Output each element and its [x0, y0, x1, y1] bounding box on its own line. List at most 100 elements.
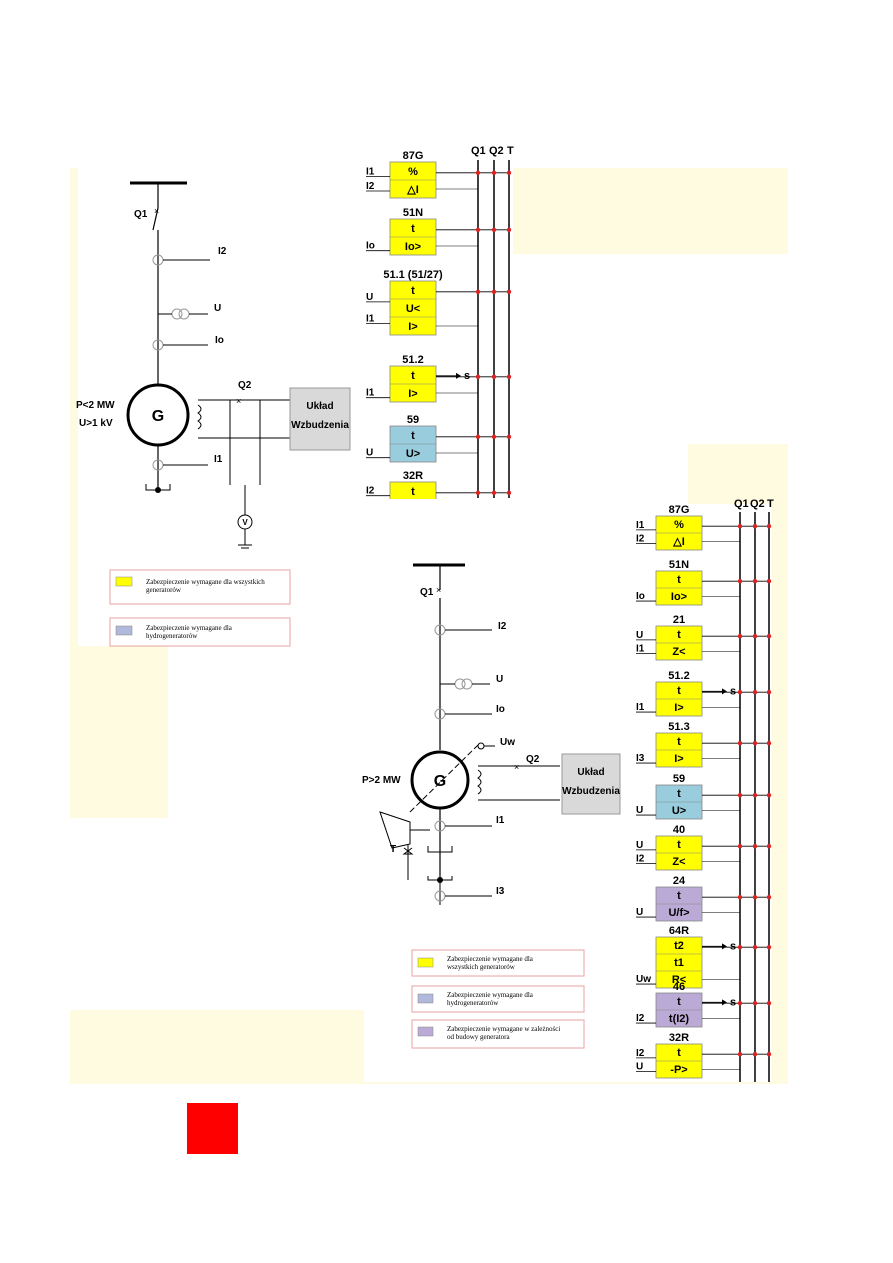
d1-voltmeter-label: V — [242, 518, 248, 527]
relay-input: U — [636, 805, 643, 816]
relay-input: I2 — [636, 1048, 645, 1059]
relay-input: U — [366, 292, 373, 303]
relay-function: R< — [672, 974, 686, 986]
d2-legend-1-line2: wszystkich generatorów — [447, 963, 516, 971]
d1-bus-t: T — [507, 145, 514, 157]
relay-input: Uw — [636, 974, 651, 985]
relay-function: t — [677, 685, 681, 697]
panel-bottom-line — [364, 1082, 788, 1084]
d2-power-label: P>2 MW — [362, 775, 401, 786]
relay-function: t — [411, 370, 415, 382]
relay-51-2: 51.2tI>I1s — [366, 354, 512, 403]
d1-i1-label: I1 — [214, 454, 223, 465]
diagram-2-bus: Q1 Q2 T — [734, 498, 774, 1082]
d1-legend-swatch-yellow — [115, 576, 133, 587]
relay-function: t(I2) — [669, 1013, 690, 1025]
relay-input: I2 — [636, 1013, 645, 1024]
relay-51-1--51-27-: 51.1 (51/27)tU<I>UI1 — [366, 269, 512, 336]
relay-code: 87G — [669, 504, 690, 516]
relay-function: t1 — [674, 957, 684, 969]
d2-turbine-label: T — [390, 844, 396, 855]
relay-input: U — [636, 907, 643, 918]
d2-i3-label: I3 — [496, 886, 505, 897]
d1-excitation-line2: Wzbudzenia — [291, 420, 349, 431]
d2-q2-label: Q2 — [526, 754, 540, 765]
relay-function: U< — [406, 303, 420, 315]
d2-legend-2-line2: hydrogeneratorów — [447, 999, 499, 1007]
relay-function: I> — [408, 388, 417, 400]
relay-function: % — [674, 519, 684, 531]
d2-legend-2-line1: Zabezpieczenie wymagane dla — [447, 991, 534, 999]
d2-io-label: Io — [496, 704, 505, 715]
panel-right-top — [513, 168, 788, 254]
d1-excitation-box — [289, 387, 351, 451]
relay-function: I> — [408, 321, 417, 333]
relay-input: I2 — [636, 854, 645, 865]
relay-input: I1 — [636, 520, 645, 531]
relay-input: I2 — [636, 534, 645, 545]
relay-code: 51.2 — [668, 670, 689, 682]
d2-excitation-line1: Układ — [577, 767, 604, 778]
background-panels — [70, 168, 788, 1084]
svg-text:×: × — [514, 762, 519, 772]
d1-breaker-label: Q1 — [134, 209, 148, 220]
diagram-1-bus: Q1 Q2 T — [471, 145, 514, 498]
relay-function: t — [677, 629, 681, 641]
panel-right-strip — [772, 500, 788, 1084]
relay-function: I> — [674, 702, 683, 714]
d1-u-label: U — [214, 303, 221, 314]
relay-code: 51N — [669, 559, 689, 571]
relay-function: t — [677, 996, 681, 1008]
d2-uw-label: Uw — [500, 737, 515, 748]
d2-legend-swatch-purple — [417, 1026, 434, 1037]
d1-legend-1-line1: Zabezpieczenie wymagane dla wszystkich — [146, 578, 265, 586]
relay-input: U — [636, 840, 643, 851]
relay-input: I1 — [366, 314, 375, 325]
diagram-1-legend: Zabezpieczenie wymagane dla wszystkich g… — [109, 569, 291, 647]
relay-input: I3 — [636, 753, 645, 764]
relay-code: 59 — [673, 773, 685, 785]
d1-bus-q1: Q1 — [471, 145, 486, 157]
d2-legend-swatch-blue — [417, 993, 434, 1004]
d2-excitation-line2: Wzbudzenia — [562, 786, 620, 797]
panel-left-top — [70, 168, 78, 648]
d1-legend-1-line2: generatorów — [146, 586, 182, 594]
d1-legend-2-line1: Zabezpieczenie wymagane dla — [146, 624, 233, 632]
d2-legend-1-line1: Zabezpieczenie wymagane dla — [447, 955, 534, 963]
relay-function: △I — [672, 536, 685, 548]
relay-signal: s — [464, 370, 470, 382]
d1-bus-q2: Q2 — [489, 145, 504, 157]
panel-right-mid — [688, 444, 788, 504]
relay-code: 64R — [669, 925, 689, 937]
panel-left-mid — [70, 646, 168, 818]
relay-code: 46 — [673, 981, 685, 993]
d1-legend-swatch-blue — [115, 625, 133, 636]
relay-51-3: 51.3tI>I3 — [636, 721, 772, 768]
relay-code: 51.3 — [668, 721, 689, 733]
d1-q2-label: Q2 — [238, 380, 252, 391]
relay-function: t — [411, 430, 415, 442]
d2-generator-symbol: G — [434, 773, 446, 790]
relay-input: I1 — [366, 388, 375, 399]
svg-text:×: × — [436, 585, 441, 595]
relay-function: I> — [674, 753, 683, 765]
relay-code: 24 — [673, 875, 686, 887]
d2-bus-q1: Q1 — [734, 498, 749, 510]
d2-legend-swatch-yellow — [417, 957, 434, 968]
relay-function: % — [408, 166, 418, 178]
relay-function: t2 — [674, 940, 684, 952]
d2-u-label: U — [496, 674, 503, 685]
relay-function: t — [677, 1047, 681, 1059]
d2-legend-3-line1: Zabezpieczenie wymagane w zależności — [447, 1025, 560, 1033]
relay-code: 51.1 (51/27) — [383, 269, 443, 281]
d2-i2-label: I2 — [498, 621, 507, 632]
